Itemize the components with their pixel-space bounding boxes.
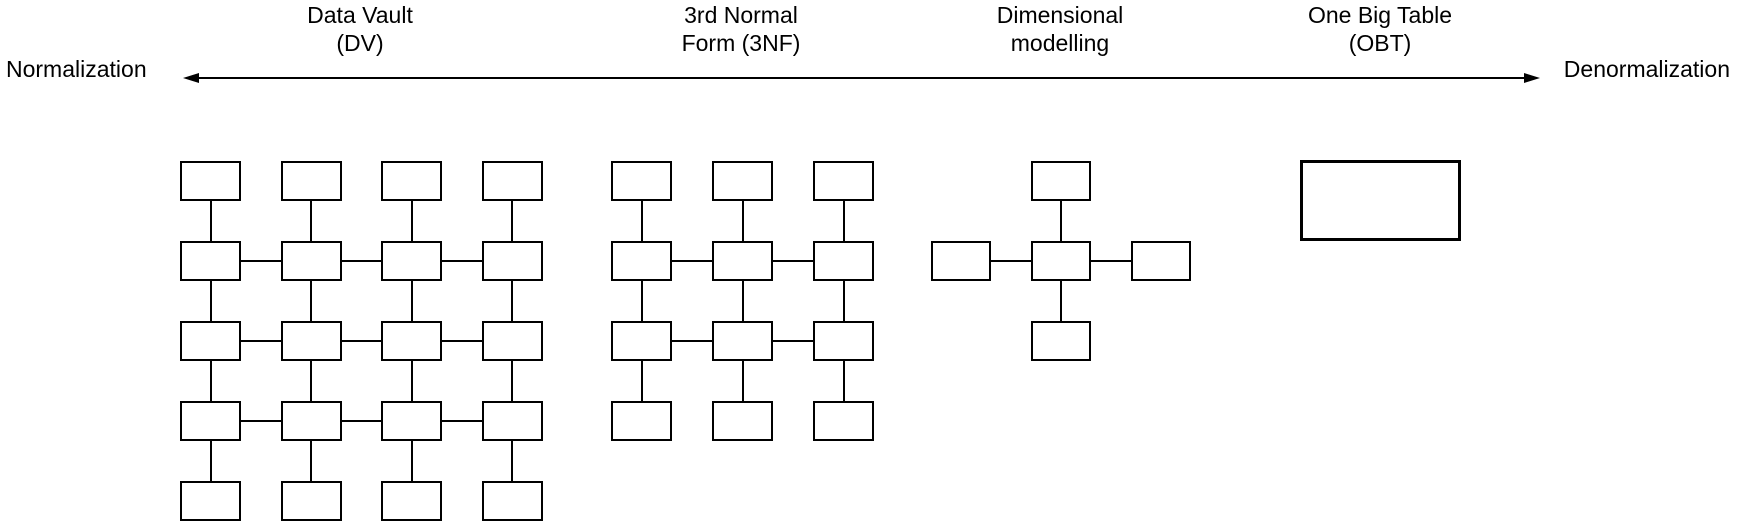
third-normal-form-entity-box [611,321,672,361]
third-normal-form-entity-box [712,161,773,201]
category-label-line: 3rd Normal [684,2,798,28]
category-label-line: modelling [1010,30,1110,56]
connector-line [209,281,212,321]
connector-line [741,361,744,401]
data-vault-entity-box [180,401,241,441]
dimension-table-box [1031,321,1091,361]
category-label-line: Form (3NF) [681,30,801,56]
data-vault-entity-box [180,161,241,201]
third-normal-form-entity-box [611,241,672,281]
category-label-dimensional-modelling: Dimensional modelling [997,1,1124,57]
connector-line [410,361,413,401]
category-label-line: Data Vault [307,2,413,28]
data-vault-entity-box [481,481,543,521]
connector-line [410,201,413,241]
arrow-left-head-icon [183,72,199,83]
data-vault-entity-box [280,241,342,281]
connector-line [672,260,712,262]
third-normal-form-entity-box [712,321,773,361]
third-normal-form-entity-box [813,161,874,201]
connector-line [341,420,381,422]
connector-line [773,260,813,262]
connector-line [410,441,413,481]
axis-label-denormalization: Denormalization [1563,56,1730,82]
data-vault-entity-box [481,241,543,281]
connector-line [842,201,845,241]
connector-line [640,281,643,321]
connector-line [773,340,813,342]
connector-line [410,281,413,321]
axis-label-normalization: Normalization [6,56,147,82]
data-vault-entity-box [481,321,543,361]
connector-line [1060,281,1062,321]
dimension-table-box [931,241,991,281]
connector-line [310,281,312,321]
third-normal-form-entity-box [611,401,672,441]
one-big-table-box [1300,160,1461,241]
data-vault-entity-box [381,161,442,201]
connector-line [209,201,212,241]
data-vault-entity-box [280,401,342,441]
data-vault-entity-box [280,321,342,361]
fact-table-box [1031,241,1091,281]
category-label-line: (OBT) [1348,30,1412,56]
connector-line [511,281,513,321]
connector-line [209,441,212,481]
data-vault-entity-box [180,241,241,281]
data-vault-entity-box [280,481,342,521]
connector-line [341,340,381,342]
connector-line [741,281,744,321]
data-vault-entity-box [381,321,442,361]
category-label-3nf: 3rd Normal Form (3NF) [682,1,801,57]
third-normal-form-entity-box [813,241,874,281]
connector-line [1060,201,1062,241]
connector-line [442,260,482,262]
connector-line [991,260,1031,262]
connector-line [741,201,744,241]
connector-line [310,441,312,481]
data-vault-entity-box [381,401,442,441]
category-label-one-big-table: One Big Table (OBT) [1308,1,1452,57]
third-normal-form-entity-box [611,161,672,201]
data-vault-entity-box [180,321,241,361]
third-normal-form-entity-box [712,241,773,281]
third-normal-form-entity-box [712,401,773,441]
third-normal-form-entity-box [813,321,874,361]
connector-line [241,420,281,422]
connector-line [310,361,312,401]
third-normal-form-entity-box [813,401,874,441]
category-label-line: Dimensional [996,2,1124,28]
connector-line [640,201,643,241]
spectrum-arrow-line [196,77,1527,79]
connector-line [241,340,281,342]
dimension-table-box [1031,161,1091,201]
dimension-table-box [1131,241,1191,281]
category-label-line: One Big Table [1307,2,1453,28]
category-label-line: (DV) [336,30,384,56]
connector-line [442,420,482,422]
category-label-data-vault: Data Vault (DV) [307,1,413,57]
connector-line [842,281,845,321]
connector-line [341,260,381,262]
data-vault-entity-box [180,481,241,521]
data-vault-entity-box [481,401,543,441]
connector-line [310,201,312,241]
connector-line [241,260,281,262]
connector-line [442,340,482,342]
arrow-right-head-icon [1524,72,1540,83]
connector-line [511,201,513,241]
connector-line [672,340,712,342]
data-vault-entity-box [381,241,442,281]
connector-line [1091,260,1131,262]
data-vault-entity-box [481,161,543,201]
connector-line [640,361,643,401]
connector-line [209,361,212,401]
data-vault-entity-box [381,481,442,521]
connector-line [842,361,845,401]
connector-line [511,361,513,401]
data-vault-entity-box [280,161,342,201]
connector-line [511,441,513,481]
